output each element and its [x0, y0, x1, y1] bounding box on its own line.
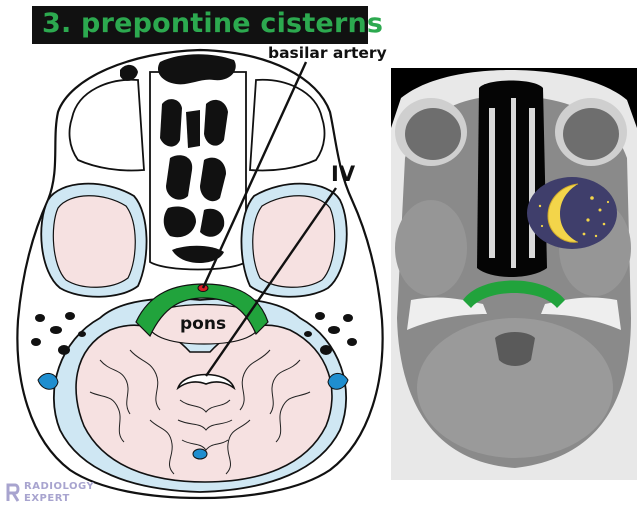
air-cells: [120, 54, 236, 263]
moon-stars-icon: [527, 177, 617, 249]
fourth-ventricle: [176, 373, 236, 391]
cerebellar-folia: [89, 349, 311, 475]
title-banner: 3. prepontine cisterns: [32, 6, 383, 44]
fourth-ventricle-label: IV: [331, 162, 356, 186]
logo-text-line1: RADIOLOGY: [24, 481, 95, 492]
posterior-cistern-blue: [192, 448, 208, 460]
basilar-artery-pointer: [201, 61, 308, 289]
logo-text-line2: EXPERT: [24, 493, 70, 504]
fourth-ventricle-pointer: [205, 187, 337, 377]
left-orbit: [68, 78, 145, 172]
basilar-artery-label: basilar artery: [268, 44, 387, 62]
prepontine-cistern-ct: [463, 280, 565, 308]
mastoid-cells: [31, 312, 357, 355]
pons-label: pons: [180, 314, 227, 334]
left-cistern-blue: [37, 373, 59, 390]
logo-mark-icon: [6, 483, 20, 502]
cerebellum: [75, 324, 333, 483]
page-title: 3. prepontine cisterns: [42, 8, 384, 39]
right-cistern-blue: [327, 373, 349, 390]
right-orbit: [249, 78, 326, 172]
left-temporal-lobe: [52, 195, 136, 288]
prepontine-cistern-illustration: [135, 283, 269, 338]
radiology-assistant-logo: RADIOLOGY EXPERT: [6, 481, 126, 505]
ct-scan-image: [391, 68, 637, 480]
